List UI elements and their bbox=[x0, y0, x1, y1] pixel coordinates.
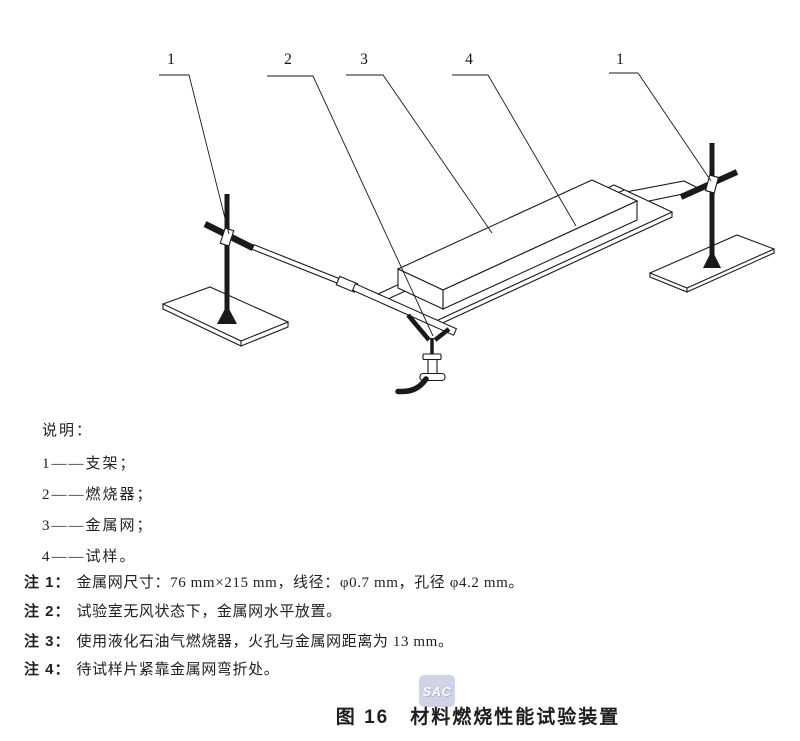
figure-caption: 图 16 材料燃烧性能试验装置 bbox=[335, 707, 621, 728]
right-foot bbox=[703, 250, 721, 268]
left-base-plate-thickness bbox=[162, 304, 289, 347]
legend-item-2: 2——燃烧器； bbox=[42, 487, 154, 503]
legend-item-4: 4——试样。 bbox=[42, 549, 137, 565]
note-3-prefix: 注 3： bbox=[24, 633, 71, 650]
leader-2 bbox=[267, 75, 434, 337]
left-foot bbox=[217, 305, 237, 324]
leader-lines bbox=[159, 72, 712, 337]
leader-4 bbox=[452, 74, 577, 227]
note-3-text: 使用液化石油气燃烧器，火孔与金属网距离为 13 mm。 bbox=[76, 634, 454, 650]
left-stand bbox=[161, 194, 290, 347]
note-1-text: 金属网尺寸：76 mm×215 mm，线径：φ0.7 mm，孔径 φ4.2 mm… bbox=[76, 575, 524, 591]
apparatus-diagram: 1 2 3 4 1 bbox=[159, 51, 776, 395]
note-1-prefix: 注 1： bbox=[24, 574, 71, 591]
legend-item-1: 1——支架； bbox=[42, 456, 137, 472]
callout-1-right: 1 bbox=[616, 51, 624, 68]
callout-3: 3 bbox=[360, 51, 368, 68]
sac-watermark-text: SAC bbox=[422, 683, 452, 699]
note-2-prefix: 注 2： bbox=[24, 603, 71, 620]
note-3: 注 3： 使用液化石油气燃烧器，火孔与金属网距离为 13 mm。 bbox=[24, 630, 454, 651]
leader-1-left bbox=[159, 74, 230, 235]
leader-3 bbox=[346, 74, 493, 234]
inlet-left-arm bbox=[406, 313, 431, 342]
legend-item-3: 3——金属网； bbox=[42, 518, 154, 534]
note-2-text: 试验室无风状态下，金属网水平放置。 bbox=[76, 604, 342, 620]
note-4: 注 4： 待试样片紧靠金属网弯折处。 bbox=[24, 658, 279, 679]
burner-tube-rear-section bbox=[251, 243, 343, 286]
left-clamp bbox=[219, 227, 235, 247]
right-base-plate-thickness bbox=[649, 249, 775, 293]
burner-tube-coupling bbox=[335, 275, 359, 293]
note-1: 注 1： 金属网尺寸：76 mm×215 mm，线径：φ0.7 mm，孔径 φ4.… bbox=[24, 571, 524, 592]
callout-1-left: 1 bbox=[167, 51, 175, 68]
sample-box bbox=[396, 179, 639, 310]
gas-hose bbox=[395, 376, 429, 395]
gas-inlet-assembly bbox=[395, 313, 451, 395]
note-4-prefix: 注 4： bbox=[24, 661, 71, 678]
sample-left-face bbox=[397, 268, 444, 310]
right-clamp bbox=[704, 174, 720, 194]
right-stand bbox=[648, 143, 776, 293]
valve-handle bbox=[422, 353, 442, 361]
valve-body bbox=[427, 358, 438, 375]
leader-1-right bbox=[609, 72, 712, 182]
note-2: 注 2： 试验室无风状态下，金属网水平放置。 bbox=[24, 600, 342, 621]
callout-2: 2 bbox=[284, 51, 292, 68]
burner-tube-front-section bbox=[351, 283, 458, 336]
callout-4: 4 bbox=[465, 51, 473, 68]
inlet-right-arm bbox=[433, 327, 451, 342]
sac-watermark-logo: SAC bbox=[419, 675, 455, 707]
callout-labels: 1 2 3 4 1 bbox=[167, 51, 624, 68]
note-4-text: 待试样片紧靠金属网弯折处。 bbox=[76, 662, 280, 678]
legend-title: 说明： bbox=[42, 423, 94, 439]
